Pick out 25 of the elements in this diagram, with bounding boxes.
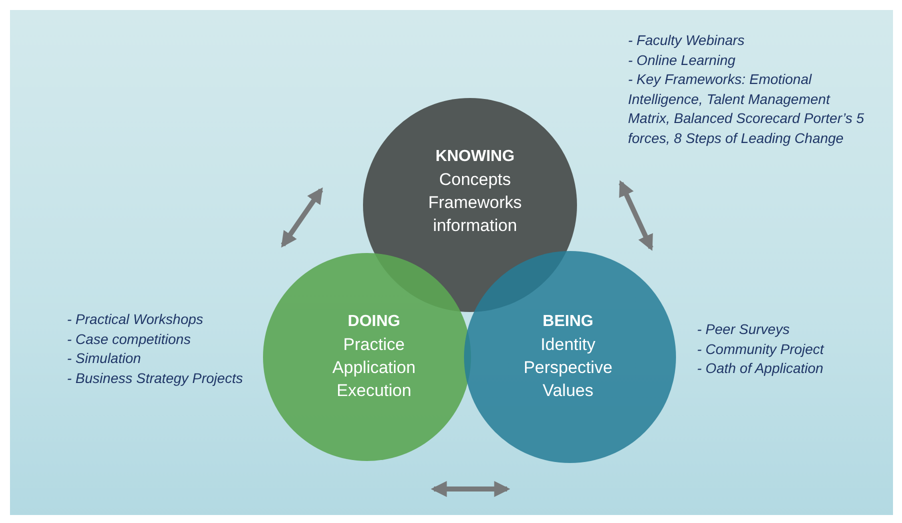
list-item: - Community Project (697, 340, 826, 359)
list-item: - Key Frameworks: Emotional Intelligence, Talent Management Matrix, Balanced Scorecard Porter’s 5 forces, 8 Steps of Leading Change (628, 70, 866, 148)
list-item: - Practical Workshops (67, 310, 204, 329)
circle-text: Perspective (524, 357, 612, 379)
circle-heading: DOING (346, 312, 402, 332)
circle-text: Values (542, 380, 594, 402)
list-item: - Simulation (67, 349, 142, 368)
circle-text: Application (332, 357, 416, 379)
double-arrow (618, 180, 654, 251)
list-item: - Case competitions (67, 330, 192, 349)
double-arrow (280, 187, 324, 248)
circle-text: information (432, 215, 518, 237)
circle-text: Practice (342, 334, 406, 356)
double-arrow (430, 481, 510, 497)
circle-heading: BEING (542, 312, 594, 332)
list-item: - Faculty Webinars (628, 31, 746, 50)
list-item: - Business Strategy Projects (67, 368, 244, 388)
list-item: - Online Learning (628, 50, 736, 70)
circle-text: Concepts (438, 169, 512, 191)
circle-text: Identity (540, 334, 596, 356)
list-item: - Peer Surveys (697, 320, 791, 339)
circle-heading: KNOWING (434, 147, 516, 167)
circle-text: Execution (336, 380, 412, 402)
circle-text: Frameworks (428, 192, 522, 214)
list-item: - Oath of Application (697, 359, 824, 378)
